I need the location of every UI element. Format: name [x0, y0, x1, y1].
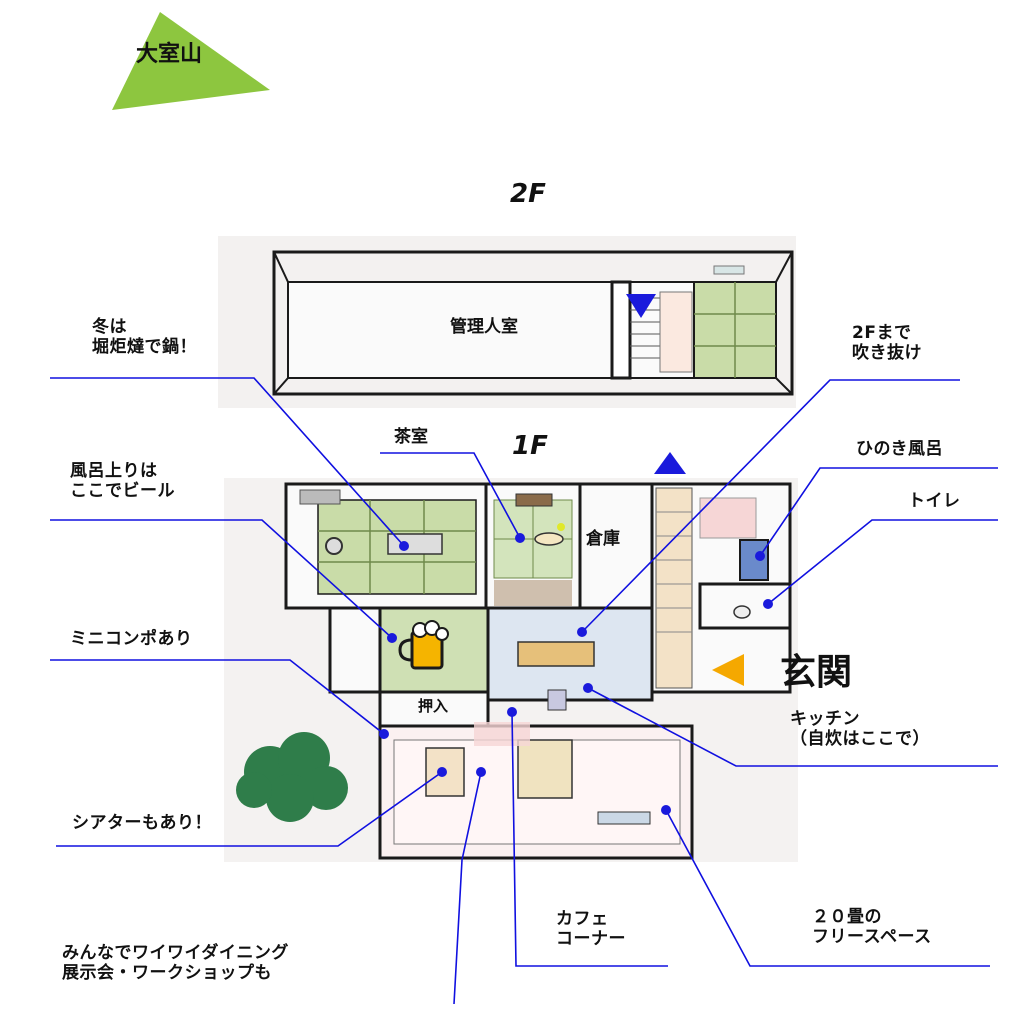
annotation-free-line2: フリースペース: [812, 926, 932, 947]
beer-mug-icon: [398, 620, 449, 670]
annotation-bath-line1: 風呂上りは: [70, 461, 158, 481]
annotation-mini-compo: ミニコンポあり: [70, 629, 193, 649]
annotation-theater: シアターもあり！: [72, 813, 212, 833]
floor-label-2f: 2F: [510, 179, 546, 209]
annotation-toilet: トイレ: [908, 491, 961, 511]
annotation-dining: みんなでワイワイダイニング 展示会・ワークショップも: [62, 943, 289, 983]
annotation-winter-line2: 堀炬燵で鍋！: [92, 336, 197, 357]
annotation-atrium-line1: 2Fまで: [852, 323, 912, 343]
annotation-bath-beer: 風呂上りは ここでビール: [70, 461, 175, 501]
annotation-winter: 冬は 堀炬燵で鍋！: [92, 317, 197, 357]
room-entrance: 玄関: [780, 652, 853, 693]
annotation-kitchen: キッチン （自炊はここで）: [790, 709, 930, 749]
annotation-hinoki-bath: ひのき風呂: [856, 439, 943, 459]
stairs-up-arrow-icon: [654, 452, 686, 474]
room-storage: 倉庫: [586, 529, 620, 549]
floor1-plan: [284, 482, 792, 860]
entrance-arrow-icon: [712, 654, 744, 686]
mountain-name: 大室山: [136, 42, 203, 67]
room-closet: 押入: [418, 697, 449, 715]
annotation-bath-line2: ここでビール: [70, 480, 175, 501]
leader-lines: [50, 377, 998, 1005]
stairs-down-arrow-icon: [626, 294, 656, 318]
annotation-cafe-line1: カフェ: [556, 909, 609, 929]
room-tea: 茶室: [394, 427, 428, 447]
annotation-atrium: 2Fまで 吹き抜け: [852, 323, 922, 363]
annotation-cafe-line2: コーナー: [556, 928, 626, 949]
annotation-atrium-line2: 吹き抜け: [852, 342, 922, 363]
annotation-winter-line1: 冬は: [92, 317, 127, 337]
annotation-free-line1: ２０畳の: [812, 907, 882, 927]
annotation-kitchen-line1: キッチン: [790, 709, 860, 729]
floor2-plan: [272, 250, 794, 396]
annotation-free-space: ２０畳の フリースペース: [812, 907, 932, 947]
annotation-cafe: カフェ コーナー: [556, 909, 626, 949]
mountain-logo: [112, 12, 270, 110]
floor-label-1f: 1F: [512, 431, 548, 461]
tree-icon: [236, 732, 348, 822]
annotation-dining-line2: 展示会・ワークショップも: [62, 962, 272, 983]
room-manager: 管理人室: [450, 317, 518, 337]
markers: [379, 533, 773, 815]
annotation-dining-line1: みんなでワイワイダイニング: [62, 943, 289, 963]
annotation-kitchen-line2: （自炊はここで）: [790, 728, 930, 749]
